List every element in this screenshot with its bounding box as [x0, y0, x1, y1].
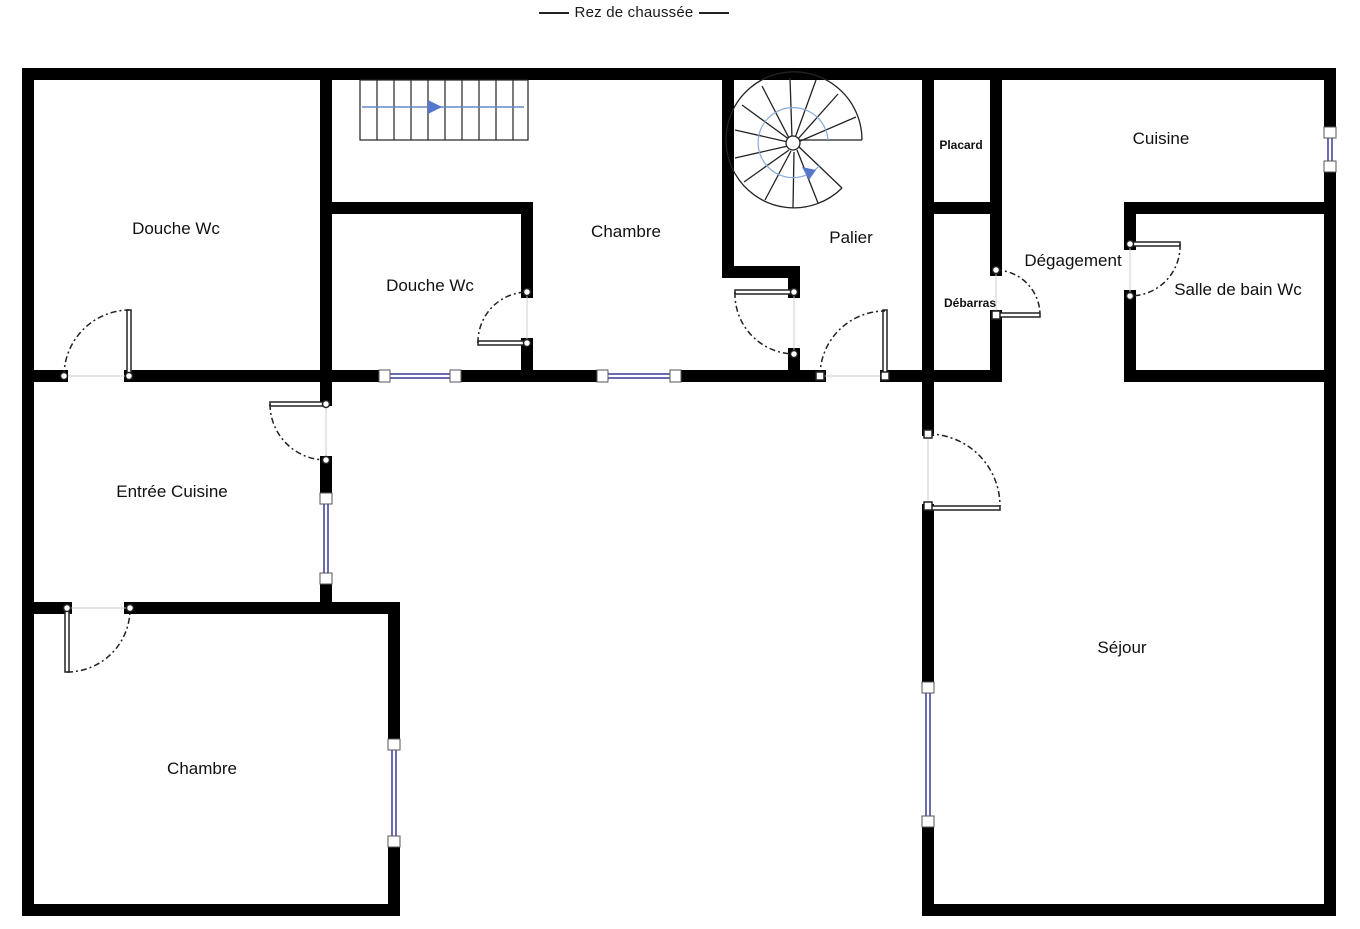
- spiral-arrow-icon: [802, 167, 816, 180]
- room-label-cuisine: Cuisine: [1132, 129, 1190, 148]
- door-chambre-1: [734, 287, 799, 359]
- room-label-debarras: Débarras: [943, 296, 997, 310]
- title-dash-right: [699, 12, 730, 14]
- room-label-douche-wc-2: Douche Wc: [386, 276, 474, 295]
- walls: [22, 68, 1336, 916]
- windows: [319, 126, 1337, 848]
- room-label-entree-cuisine: Entrée Cuisine: [116, 482, 228, 501]
- door-entree-cuisine: [269, 399, 331, 465]
- window-entree-cuisine: [319, 492, 333, 585]
- room-label-degagement: Dégagement: [1024, 251, 1122, 270]
- title-dash-left: [538, 12, 569, 14]
- plan-title-text: Rez de chaussée: [574, 4, 694, 21]
- door-debarras: [991, 265, 1041, 320]
- door-salle-de-bain: [1125, 239, 1181, 301]
- room-label-palier: Palier: [829, 228, 873, 247]
- window-chambre-2: [387, 738, 401, 848]
- room-label-chambre-1: Chambre: [591, 222, 661, 241]
- window-cuisine: [1323, 126, 1337, 173]
- room-label-sejour: Séjour: [1097, 638, 1147, 657]
- window-douche-wc-2: [378, 369, 462, 383]
- room-label-placard: Placard: [939, 138, 983, 152]
- window-chambre-1: [596, 369, 682, 383]
- door-douche-wc-1: [59, 309, 134, 381]
- door-palier: [815, 309, 890, 381]
- door-chambre-2: [62, 603, 135, 673]
- room-label-salle-de-bain-wc: Salle de bain Wc: [1174, 280, 1302, 299]
- room-label-douche-wc-1: Douche Wc: [132, 219, 220, 238]
- plan-title: Rez de chaussée: [0, 4, 1268, 21]
- stair-arrow-icon: [428, 100, 442, 114]
- spiral-staircase: [725, 71, 863, 209]
- room-label-chambre-2: Chambre: [167, 759, 237, 778]
- door-sejour: [923, 429, 1001, 511]
- door-douche-wc-2: [477, 287, 532, 348]
- window-sejour: [921, 681, 935, 828]
- doors: [59, 239, 1181, 673]
- straight-staircase: [359, 79, 529, 141]
